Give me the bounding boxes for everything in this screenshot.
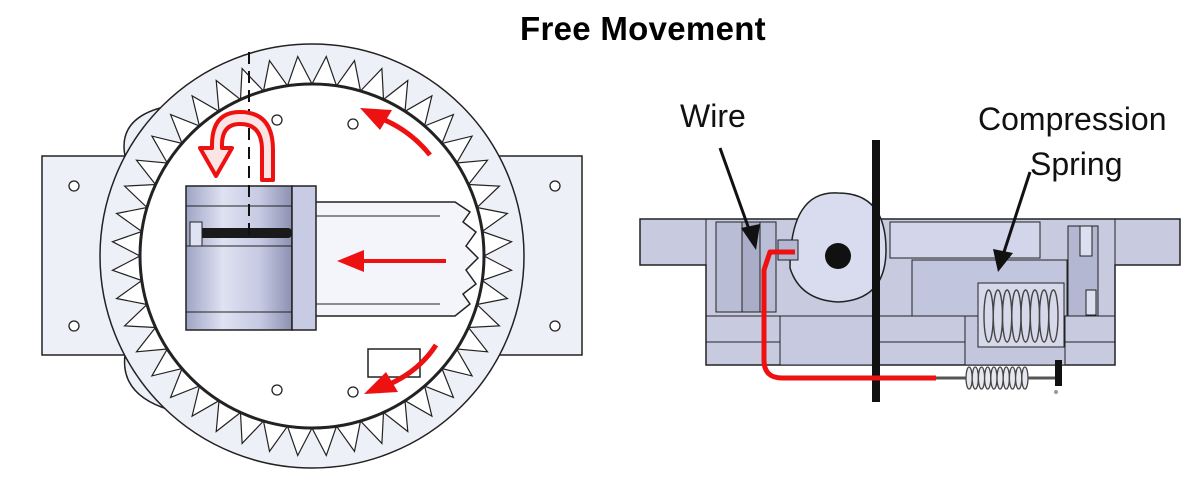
wire-pointer-head (741, 224, 760, 250)
hole (347, 386, 359, 398)
spring-coil (996, 366, 1004, 390)
spring-coil (965, 366, 973, 390)
ccw-arrowhead-bottom (364, 372, 398, 394)
compression-spring-label-line2: Spring (1030, 146, 1123, 182)
spring-coil (1002, 366, 1011, 390)
spring-pointer (1002, 171, 1032, 253)
spring-coil (990, 366, 998, 390)
spring-coil (1021, 366, 1029, 390)
hole (347, 118, 359, 130)
spring-pointer-head (993, 249, 1013, 272)
top-view-assembly (41, 43, 583, 469)
spring-coil (1008, 366, 1017, 390)
rotation-arrow (198, 110, 275, 182)
hole (271, 114, 283, 126)
compression-spring (983, 289, 1059, 343)
spring-coil (1014, 366, 1023, 390)
ccw-arrow-bottom (388, 343, 439, 387)
wire (761, 249, 936, 381)
extension-spring (965, 366, 1029, 390)
latch-cylinder (185, 185, 293, 331)
hole (549, 320, 561, 332)
diagram-title: Free Movement (520, 10, 766, 47)
compression-spring-label-line1: Compression (978, 101, 1167, 137)
spring-coil (983, 366, 992, 390)
wire-pointer (718, 147, 752, 233)
slide-arrowhead (337, 250, 364, 272)
hole (68, 180, 80, 192)
stop-bar (1055, 360, 1062, 386)
hole (271, 384, 283, 396)
hole (549, 180, 561, 192)
spring-coil (977, 366, 986, 390)
spring-coil (1048, 289, 1059, 343)
ccw-arrowhead-top (360, 108, 392, 130)
gear-teeth (110, 54, 514, 458)
hole (68, 320, 80, 332)
side-view-assembly (639, 140, 1181, 402)
slot (367, 348, 421, 378)
section-line (872, 140, 880, 402)
rotor-hub (825, 243, 851, 269)
wire-label: Wire (680, 98, 746, 134)
spring-coil (971, 366, 980, 390)
